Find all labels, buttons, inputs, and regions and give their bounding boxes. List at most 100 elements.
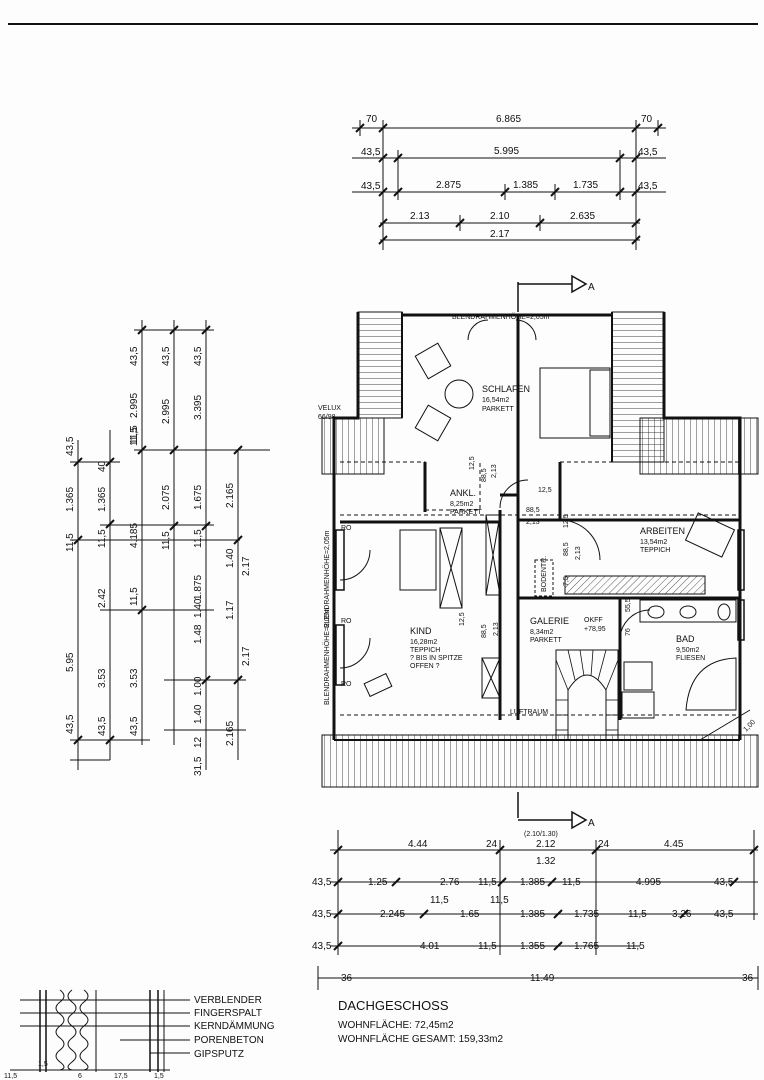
room-area: 16,54m2: [482, 397, 509, 404]
dim-label: 88,5: [563, 542, 570, 556]
dim-label: 1.17: [225, 600, 236, 620]
dim-label: 1.735: [574, 909, 599, 920]
dim-label: 5.95: [65, 652, 76, 672]
roof-edge-diagonal: [699, 709, 751, 741]
dim-label: 2.635: [570, 211, 595, 222]
dim-label: 43,5: [361, 147, 381, 158]
dim-label: 24: [598, 839, 610, 850]
dim-label: 2.76: [440, 877, 460, 888]
dim-label: 2,13: [493, 622, 500, 636]
dim-label: 43,5: [312, 909, 332, 920]
attic-stair-label: BODENTR.: [541, 556, 548, 592]
dormer-right-hatch: [611, 311, 665, 463]
legend-item: PORENBETON: [194, 1035, 264, 1046]
chair: [414, 404, 452, 442]
velux-label: VELUX: [318, 405, 341, 412]
room-area: 9,50m2: [676, 647, 699, 654]
dim-label: 1.48: [193, 624, 204, 644]
living-area: WOHNFLÄCHE: 72,45m2: [338, 1019, 454, 1031]
dim-label: 11,5: [161, 531, 172, 550]
room-area: 13,54m2: [640, 539, 667, 546]
toilet: [717, 603, 731, 621]
dim-label: 3.53: [97, 668, 108, 688]
room-name: KIND: [410, 626, 432, 636]
dim-label: 55,5: [625, 598, 632, 612]
roof-hatch-bottom: [321, 734, 759, 788]
vanity-bad: [639, 599, 737, 623]
section-height-label: (2.10/1.30): [524, 831, 558, 838]
dim-label: 2.165: [225, 721, 236, 746]
dim-label: 2.245: [380, 909, 405, 920]
dim-label: 1.40: [193, 704, 204, 724]
corner-bathtub: [685, 657, 737, 711]
dim-label: 11,5: [129, 587, 140, 606]
furniture: [363, 342, 737, 719]
dim-label: 11,5: [628, 909, 647, 920]
dim-label: 2.995: [129, 393, 140, 418]
velux-label: 66/98: [318, 414, 336, 421]
bottom-dimension-chain: [317, 830, 759, 990]
dim-label: 1.365: [97, 487, 108, 512]
dim-label: 1.25: [368, 877, 388, 888]
wardrobe-ankl: [485, 514, 501, 596]
dim-label: 4.44: [408, 839, 428, 850]
room-note: ? BIS IN SPITZE: [410, 655, 463, 662]
room-note: OFFEN ?: [410, 663, 440, 670]
frame-height-label: BLENDRAHMENHÖHE=2,05m: [452, 313, 550, 321]
dim-label: 43,5: [65, 714, 76, 734]
dim-label: 2.875: [436, 180, 461, 191]
total-area: WOHNFLÄCHE GESAMT: 159,33m2: [338, 1033, 503, 1045]
dim-label: 7,5: [563, 576, 570, 586]
room-floor: PARKETT: [450, 509, 482, 516]
dim-label: 11,5: [562, 877, 581, 888]
dim-label: 4.01: [420, 941, 440, 952]
door-swing: [339, 637, 371, 669]
wall-layer-legend: [10, 989, 190, 1072]
dim-label: 11,5: [129, 427, 140, 446]
door-swing: [339, 549, 371, 581]
dim-label: 1.765: [574, 941, 599, 952]
dim-label: 43,5: [638, 181, 658, 192]
dim-label: 1.00: [193, 676, 204, 696]
dim-label: 70: [641, 114, 653, 125]
exterior-walls: [332, 312, 742, 741]
dim-label: 2.165: [225, 483, 236, 508]
dim-label: 11,5: [430, 895, 449, 906]
roof-hatch-left-upper: [321, 417, 385, 475]
legend-dim: 1,5: [154, 1073, 164, 1080]
dim-label: 88,5: [526, 507, 540, 514]
room-name: ARBEITEN: [640, 526, 685, 536]
dim-label: 5.995: [494, 146, 519, 157]
door-swing: [515, 319, 537, 341]
shower: [623, 661, 653, 691]
dim-label: 43,5: [65, 436, 76, 456]
dim-label: 88,5: [481, 468, 488, 482]
desk-arbeiten: [684, 512, 736, 558]
frame-height-label: BLENDRAHMENHÖHE=2,05m: [323, 607, 331, 705]
dim-label: 1.65: [460, 909, 480, 920]
dim-label: 1.40: [193, 598, 204, 618]
dim-label: 43,5: [312, 941, 332, 952]
dim-label: 2.17: [490, 229, 510, 240]
room-area: 8,25m2: [450, 501, 473, 508]
dim-label: RO: [341, 618, 352, 625]
dim-label: 2.12: [536, 839, 556, 850]
dim-label: 43,5: [129, 716, 140, 736]
dim-label: 88,5: [481, 624, 488, 638]
bed-schlafen: [539, 367, 611, 439]
room-area: 16,28m2: [410, 639, 437, 646]
dim-label: 43,5: [129, 346, 140, 366]
dim-label: 3.26: [672, 909, 692, 920]
dim-label: 1.735: [573, 180, 598, 191]
dim-label: 1.385: [520, 909, 545, 920]
dim-label: 12,5: [563, 514, 570, 528]
dim-label: 70: [366, 114, 378, 125]
title-block: DACHGESCHOSS WOHNFLÄCHE: 72,45m2 WOHNFLÄ…: [338, 998, 503, 1045]
roof-windows: [335, 529, 745, 686]
cabinet-arbeiten: [564, 575, 706, 595]
dim-label: 3.53: [129, 668, 140, 688]
dim-label: 2,13: [491, 464, 498, 478]
room-floor: PARKETT: [482, 406, 514, 413]
